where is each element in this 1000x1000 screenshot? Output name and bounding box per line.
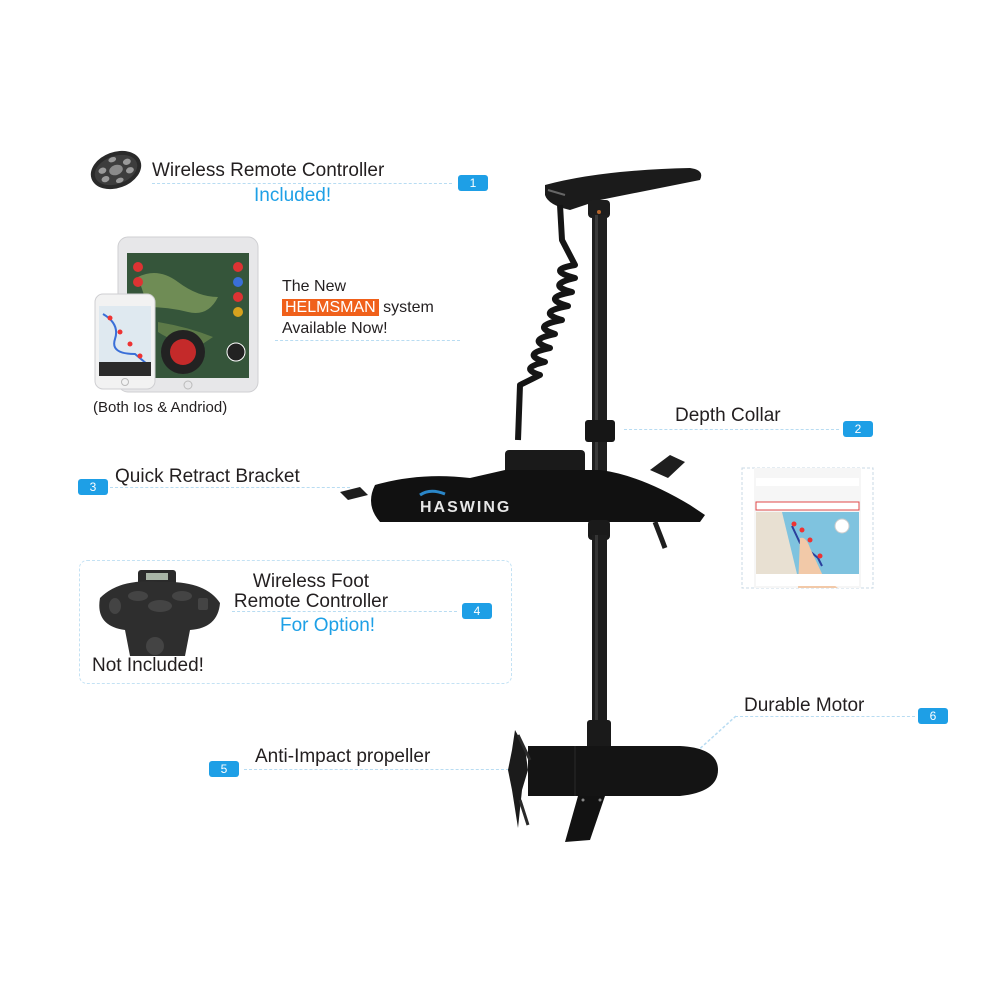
skeg [565,796,605,842]
feature-4-title: Wireless Foot Remote Controller [226,572,396,612]
trolling-motor-image: HASWING [340,168,718,842]
feature-1-badge: 1 [458,175,488,191]
feature-6-title: Durable Motor [744,695,865,716]
feature-4-badge: 4 [462,603,492,619]
feature-5-badge: 5 [209,761,239,777]
helmsman-highlight: HELMSMAN [282,299,379,316]
brand-logo: HASWING [420,499,511,516]
tiller-handle [545,168,702,210]
motor-body [528,746,718,796]
helmsman-line-1: The New [282,278,347,295]
feature-4-leader-line [232,611,457,612]
feature-1-note: Included! [254,185,332,206]
feature-6-leader-line [735,716,915,717]
route-app-screenshot [741,467,874,589]
feature-6-leader-diagonal [693,715,737,755]
feature-3-title: Quick Retract Bracket [115,466,300,487]
bracket-body [371,470,705,522]
feature-3-leader-line [110,487,350,488]
foot-remote-box [79,560,512,684]
feature-6-badge: 6 [918,708,948,724]
coiled-cord [515,204,578,441]
propeller [508,730,528,828]
feature-2-badge: 2 [843,421,873,437]
depth-collar [585,420,615,442]
helmsman-line-3: Available Now! [282,320,388,337]
phone-app-image [94,293,156,390]
wireless-remote-image [90,150,142,190]
foot-remote-image [99,570,220,656]
helmsman-line-2-rest: system [378,299,434,316]
feature-4-title-line-1: Wireless Foot [252,571,370,592]
feature-4-note: For Option! [280,615,376,636]
feature-1-title: Wireless Remote Controller [152,160,385,181]
feature-4-title-line-2: Remote Controller [233,591,389,612]
helmsman-line-2: HELMSMAN system [282,297,434,318]
helmsman-text: The New HELMSMAN system Available Now! [282,276,434,339]
feature-1-leader-line [152,183,452,184]
helmsman-leader-line [275,340,460,341]
feature-5-leader-line [244,769,509,770]
feature-2-title: Depth Collar [675,405,781,426]
feature-5-title: Anti-Impact propeller [255,746,431,767]
feature-4-footnote: Not Included! [92,655,204,676]
feature-3-badge: 3 [78,479,108,495]
feature-2-leader-line [624,429,839,430]
platforms-note: (Both Ios & Andriod) [93,399,228,416]
